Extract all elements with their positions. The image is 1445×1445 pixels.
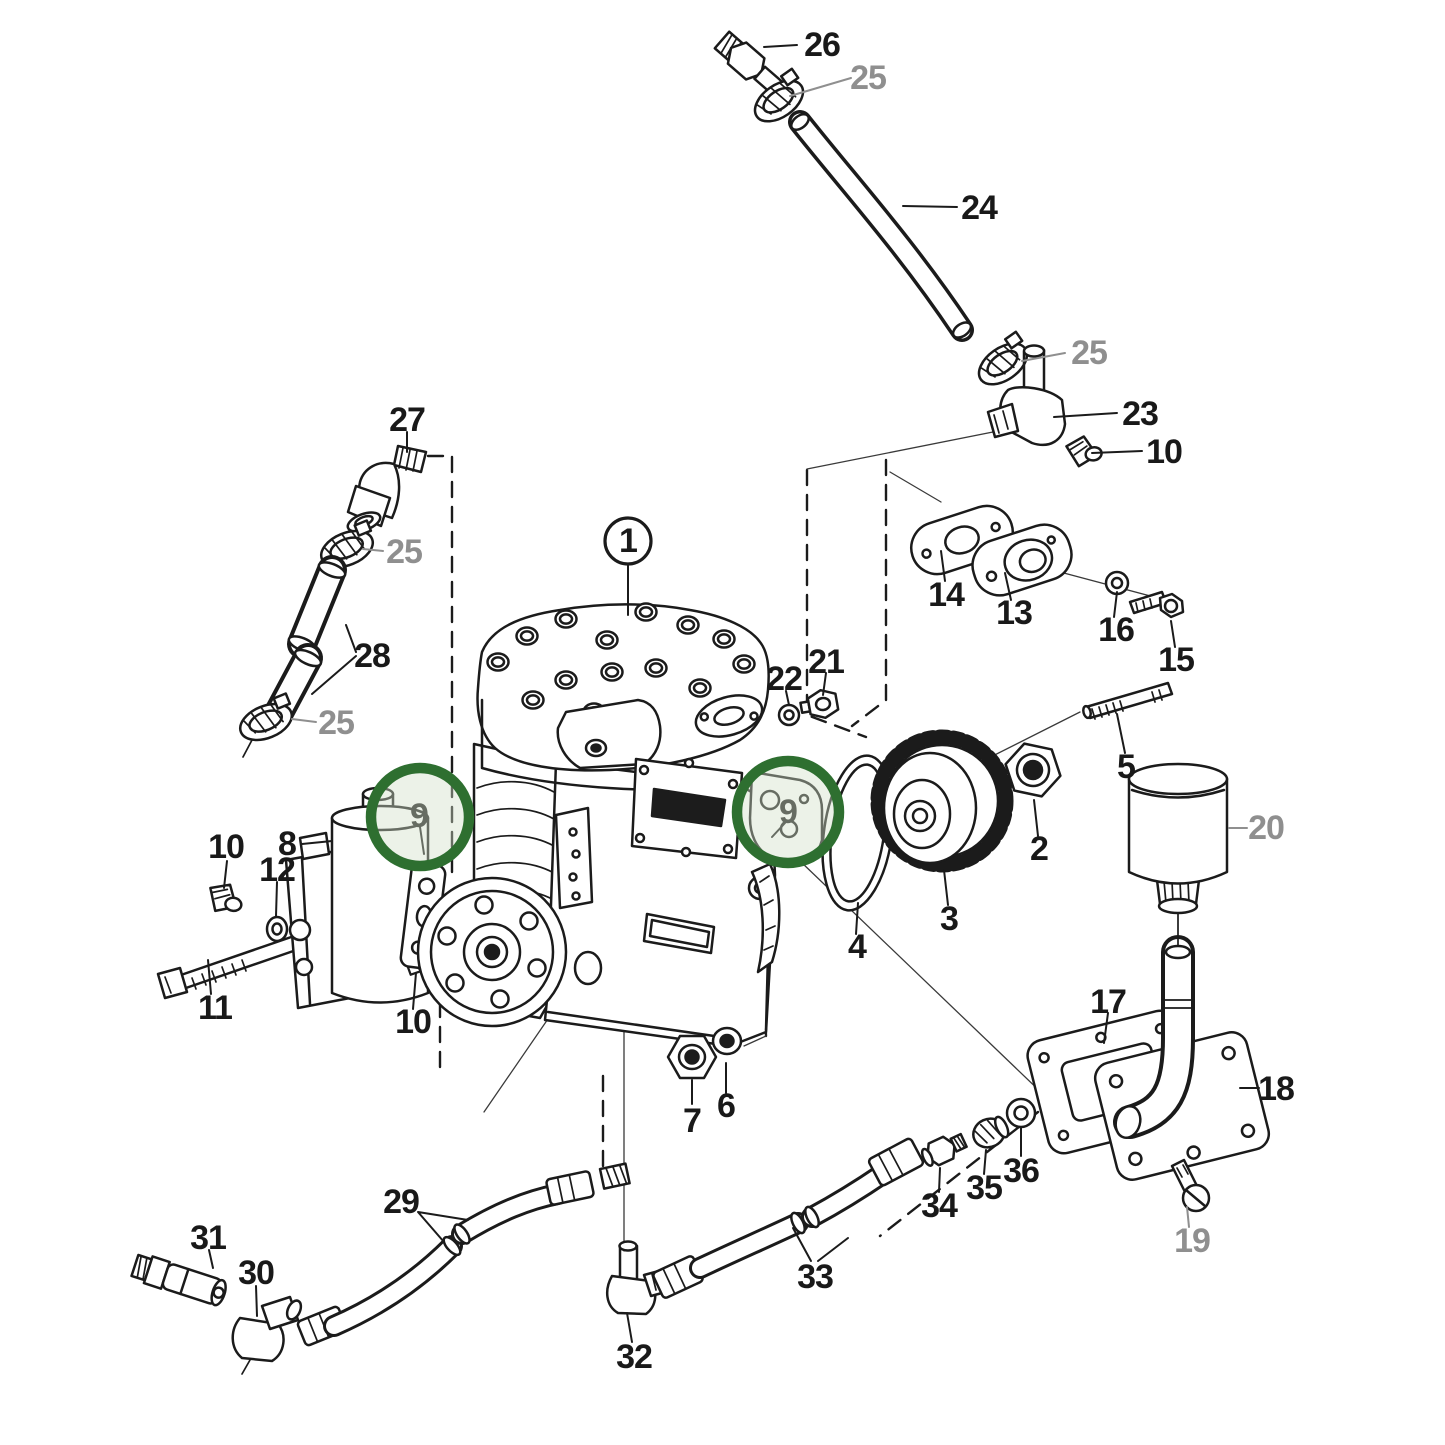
callout-23-25: 23 bbox=[1122, 395, 1158, 433]
leader-lines bbox=[207, 44, 1260, 1343]
part-36-washer bbox=[1005, 1097, 1037, 1129]
part-13-flange bbox=[971, 523, 1073, 597]
callout-7-6: 7 bbox=[683, 1102, 701, 1140]
callout-21-23: 21 bbox=[808, 643, 844, 681]
part-24-hose bbox=[788, 110, 974, 342]
part-29-hose bbox=[296, 1162, 631, 1347]
callout-10-11: 10 bbox=[208, 828, 244, 866]
highlight-rings bbox=[365, 755, 845, 872]
callout-25-28: 25 bbox=[1071, 334, 1107, 372]
callout-36-41: 36 bbox=[1003, 1152, 1039, 1190]
callout-18-20: 18 bbox=[1258, 1070, 1294, 1108]
part-16-washer bbox=[1104, 570, 1130, 596]
callout-2-1: 2 bbox=[1030, 830, 1048, 868]
part-21-plug bbox=[799, 688, 840, 720]
callout-19-21: 19 bbox=[1174, 1222, 1210, 1260]
callout-14-16: 14 bbox=[928, 576, 965, 614]
part-27-elbow bbox=[346, 444, 428, 533]
part-12-washer bbox=[265, 915, 289, 943]
part-20-breather bbox=[1127, 762, 1229, 947]
callout-10-12: 10 bbox=[395, 1003, 431, 1041]
part-1-compressor-body bbox=[416, 602, 777, 1048]
callout-labels: 1234567899101010111213141516171819202122… bbox=[190, 26, 1295, 1376]
callout-35-40: 35 bbox=[966, 1169, 1002, 1207]
part-25-clamp-2 bbox=[968, 330, 1038, 394]
callout-10-10: 10 bbox=[1146, 433, 1182, 471]
callout-17-19: 17 bbox=[1090, 983, 1126, 1021]
highlight-ring-part-9-0 bbox=[365, 762, 475, 872]
callout-25-30: 25 bbox=[318, 704, 354, 742]
part-33-hose bbox=[652, 1137, 925, 1299]
callout-26-31: 26 bbox=[804, 26, 840, 64]
part-25-clamp-4 bbox=[232, 692, 301, 749]
callout-11-13: 11 bbox=[198, 989, 232, 1027]
callout-13-15: 13 bbox=[996, 594, 1032, 632]
callout-5-4: 5 bbox=[1117, 748, 1135, 786]
part-15-bolt bbox=[1128, 590, 1185, 619]
part-19-bolt bbox=[1170, 1158, 1211, 1213]
part-3-gear bbox=[870, 729, 1014, 873]
callout-9-8: 9 bbox=[410, 797, 428, 835]
callout-22-24: 22 bbox=[766, 660, 802, 698]
callout-24-26: 24 bbox=[961, 189, 998, 227]
callout-1-0: 1 bbox=[619, 522, 637, 560]
callout-6-5: 6 bbox=[717, 1087, 735, 1125]
callout-34-39: 34 bbox=[921, 1187, 958, 1225]
callout-ring-1 bbox=[603, 516, 653, 566]
callout-9-9: 9 bbox=[779, 793, 797, 831]
callout-16-18: 16 bbox=[1098, 611, 1134, 649]
part-5-stud bbox=[1082, 681, 1174, 720]
callout-33-38: 33 bbox=[797, 1258, 833, 1296]
callout-28-33: 28 bbox=[354, 637, 390, 675]
part-6-washer bbox=[711, 1026, 743, 1056]
callout-25-27: 25 bbox=[850, 59, 886, 97]
part-10-plug-2 bbox=[206, 880, 246, 916]
callout-25-29: 25 bbox=[386, 533, 422, 571]
highlight-ring-part-9-1 bbox=[731, 755, 845, 869]
callout-4-3: 4 bbox=[848, 928, 867, 966]
callout-30-35: 30 bbox=[238, 1254, 274, 1292]
part-31-fitting bbox=[130, 1253, 227, 1307]
callout-20-22: 20 bbox=[1248, 809, 1284, 847]
part-10-plug-1 bbox=[1063, 432, 1105, 470]
part-22-washer bbox=[777, 703, 801, 727]
part-18-cover bbox=[1093, 1031, 1271, 1181]
part-9-plate-right bbox=[748, 770, 824, 974]
part-34-fitting bbox=[920, 1132, 968, 1167]
callout-12-14: 12 bbox=[259, 851, 295, 889]
part-18-pipe bbox=[1113, 935, 1195, 1140]
callout-32-37: 32 bbox=[616, 1338, 652, 1376]
part-7-nut bbox=[666, 1034, 718, 1080]
callout-29-34: 29 bbox=[383, 1183, 419, 1221]
callout-3-2: 3 bbox=[940, 900, 958, 938]
callout-27-32: 27 bbox=[389, 401, 425, 439]
clamp-tail-line bbox=[242, 739, 253, 758]
part-23-elbow bbox=[986, 344, 1067, 447]
part-2-nut bbox=[1004, 742, 1062, 798]
callout-31-36: 31 bbox=[190, 1219, 226, 1257]
callout-15-17: 15 bbox=[1158, 641, 1194, 679]
callout-8-7: 8 bbox=[278, 825, 296, 863]
part-35-fitting bbox=[972, 1115, 1010, 1149]
part-30-elbow bbox=[231, 1295, 303, 1375]
